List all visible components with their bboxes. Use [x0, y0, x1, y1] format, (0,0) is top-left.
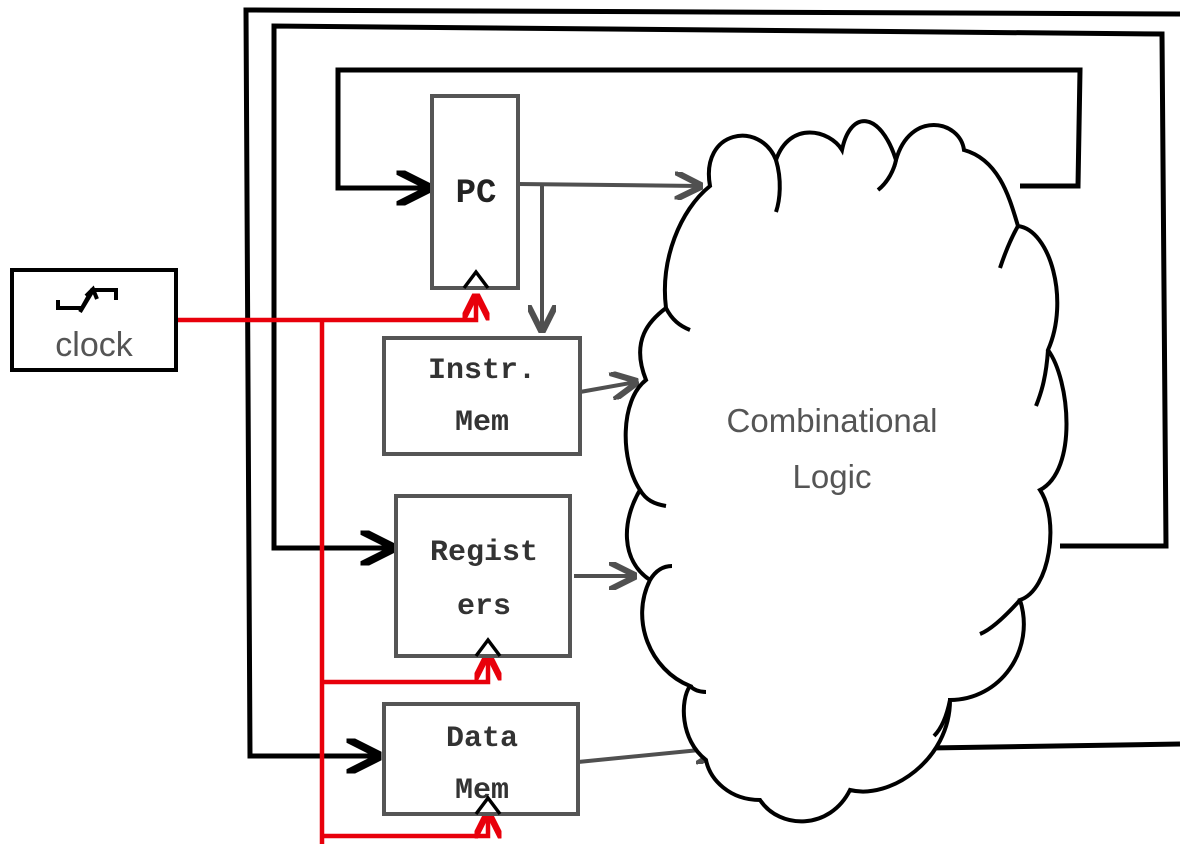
- pc-register: PC: [430, 94, 520, 290]
- cloud-detail: [648, 564, 673, 582]
- clock-label: clock: [55, 326, 133, 364]
- cloud-detail: [774, 159, 782, 213]
- loop-data-mem: [243, 7, 1180, 756]
- cloud-detail: [998, 225, 1020, 269]
- instr-mem-label-line1: Instr.: [428, 354, 536, 388]
- clock-block: clock: [10, 268, 178, 372]
- rising-edge-arrow-icon: [78, 285, 99, 314]
- clock-triangle-icon: [462, 269, 490, 290]
- loop-pc: [335, 67, 1083, 188]
- feedback-wires: [243, 7, 1180, 756]
- wire-instr-to-logic: [579, 382, 636, 392]
- cloud-detail: [664, 307, 691, 332]
- combinational-logic-cloud: Combinational Logic: [623, 119, 1069, 824]
- clock-triangle-icon: [474, 637, 502, 658]
- data-mem-label-line1: Data: [446, 722, 518, 756]
- registers-label-line1: Regist: [430, 536, 538, 570]
- cloud-detail: [638, 488, 667, 508]
- clock-triangle-icon: [474, 795, 502, 816]
- cloud-detail: [979, 598, 1022, 636]
- pc-label: PC: [456, 175, 497, 213]
- data-mem-block: Data Mem: [382, 702, 580, 816]
- clock-to-data-mem: [322, 814, 488, 836]
- registers-block: Regist ers: [394, 494, 572, 658]
- data-mem-label-line2: Mem: [455, 774, 509, 808]
- cloud-detail: [1034, 349, 1050, 407]
- cloud-shape: [623, 119, 1069, 824]
- cloud-detail: [876, 159, 898, 192]
- clock-to-registers: [322, 656, 488, 685]
- instr-mem-block: Instr. Mem: [382, 336, 582, 456]
- clock-main: [176, 296, 476, 323]
- cloud-label-line2: Logic: [793, 458, 872, 495]
- pc-box: [430, 94, 520, 290]
- cloud-label-line1: Combinational: [727, 402, 938, 439]
- registers-box: [394, 494, 572, 658]
- wire-pc-to-logic: [517, 184, 700, 186]
- loop-registers: [271, 23, 1169, 548]
- clock-wires: [176, 296, 488, 844]
- registers-label-line2: ers: [457, 590, 511, 624]
- cloud-detail: [688, 684, 707, 694]
- instr-mem-box: [382, 336, 582, 456]
- cloud-detail: [932, 699, 952, 738]
- data-mem-box: [382, 702, 580, 816]
- instr-mem-label-line2: Mem: [455, 406, 509, 440]
